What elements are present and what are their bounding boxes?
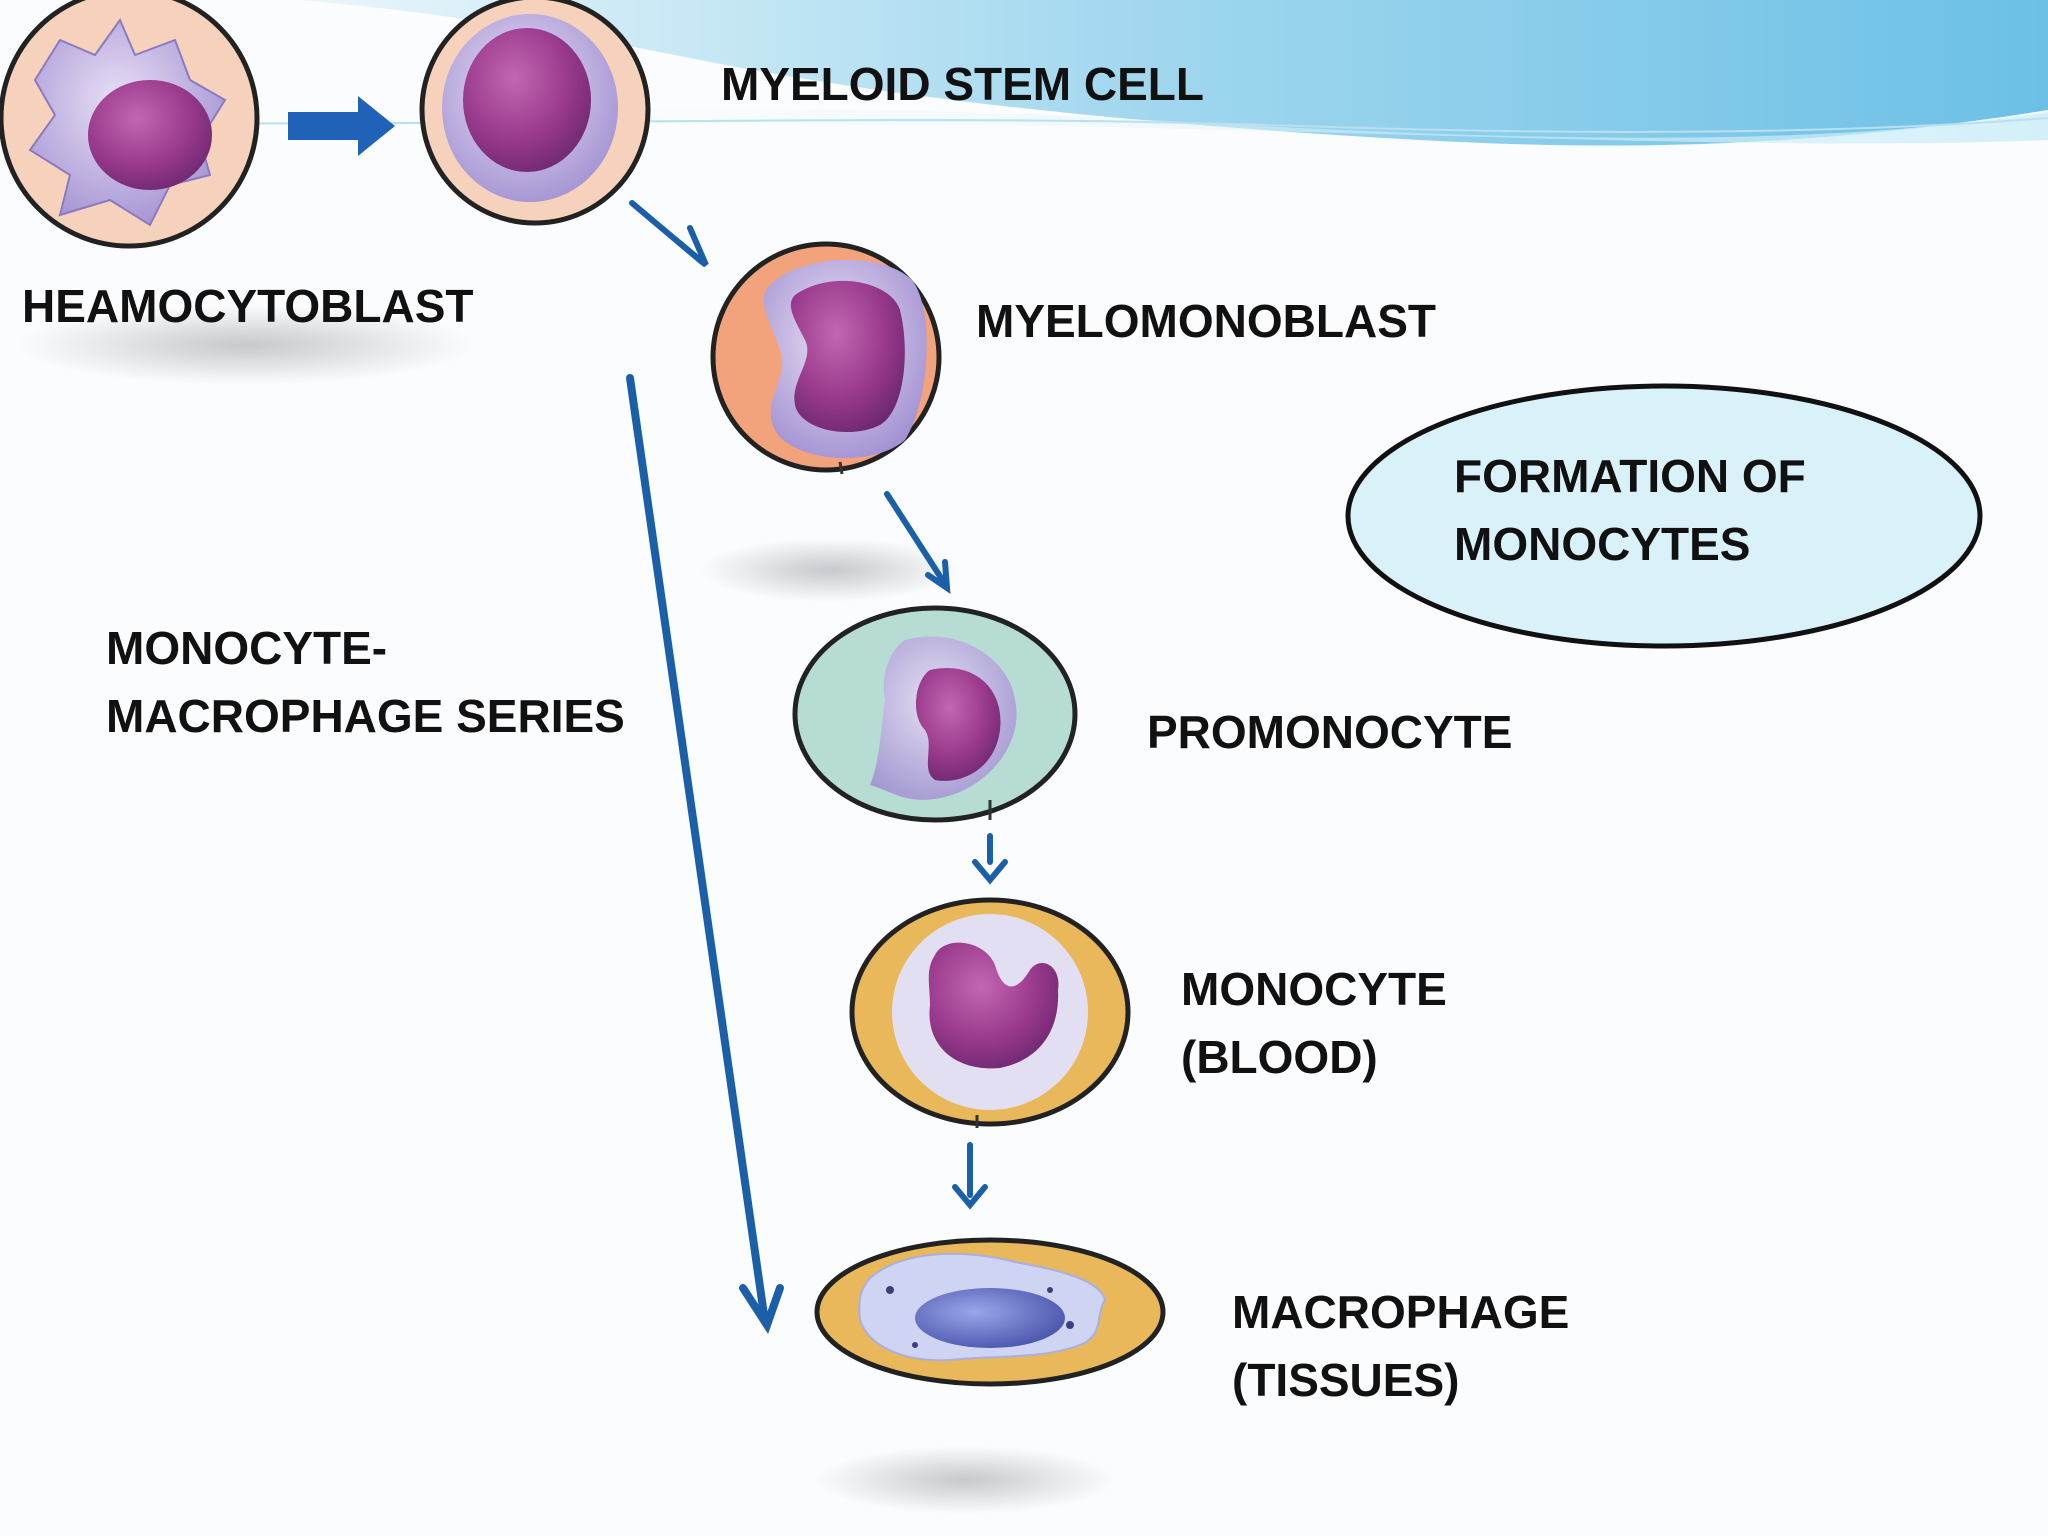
label-macrophage-line-2: (TISSUES) (1232, 1354, 1460, 1406)
label-heamocytoblast: HEAMOCYTOBLAST (22, 272, 474, 340)
series-arrow (626, 374, 784, 1335)
label-myeloid-stem-cell: MYELOID STEM CELL (721, 50, 1204, 118)
promonocyte-cell (792, 605, 1078, 823)
label-monocyte: MONOCYTE (BLOOD) (1181, 955, 1447, 1091)
step-arrow-2 (884, 491, 951, 595)
label-promonocyte: PROMONOCYTE (1147, 698, 1512, 766)
label-macrophage-line-1: MACROPHAGE (1232, 1286, 1570, 1338)
myeloid-stem-cell-cell (419, 0, 651, 226)
cell-shadows (15, 305, 1115, 1514)
title-line-1: FORMATION OF (1454, 450, 1806, 502)
label-myelomonoblast-line: MYELOMONOBLAST (976, 295, 1436, 347)
arrow-to-stem-cell (288, 96, 395, 156)
series-label-line-1: MONOCYTE- (106, 622, 388, 674)
series-label-line-2: MACROPHAGE SERIES (106, 690, 625, 742)
heamocytoblast-cell (0, 0, 260, 249)
myelomonoblast-cell (710, 241, 942, 475)
step-arrow-1 (629, 200, 709, 268)
monocyte-cell (849, 897, 1131, 1128)
title-text: FORMATION OF MONOCYTES (1454, 442, 1806, 578)
title-line-2: MONOCYTES (1454, 518, 1751, 570)
label-macrophage: MACROPHAGE (TISSUES) (1232, 1278, 1569, 1414)
title-ellipse (1345, 383, 1983, 649)
label-promonocyte-line: PROMONOCYTE (1147, 706, 1513, 758)
label-monocyte-line-1: MONOCYTE (1181, 963, 1447, 1015)
label-monocyte-line-2: (BLOOD) (1181, 1031, 1378, 1083)
series-label: MONOCYTE- MACROPHAGE SERIES (106, 614, 625, 750)
label-myeloid-stem-cell-line: MYELOID STEM CELL (721, 58, 1204, 110)
label-heamocytoblast-line: HEAMOCYTOBLAST (22, 280, 474, 332)
macrophage-cell (814, 1237, 1166, 1387)
step-arrow-3 (972, 833, 1008, 885)
step-arrow-4 (952, 1142, 988, 1210)
label-myelomonoblast: MYELOMONOBLAST (976, 287, 1436, 355)
